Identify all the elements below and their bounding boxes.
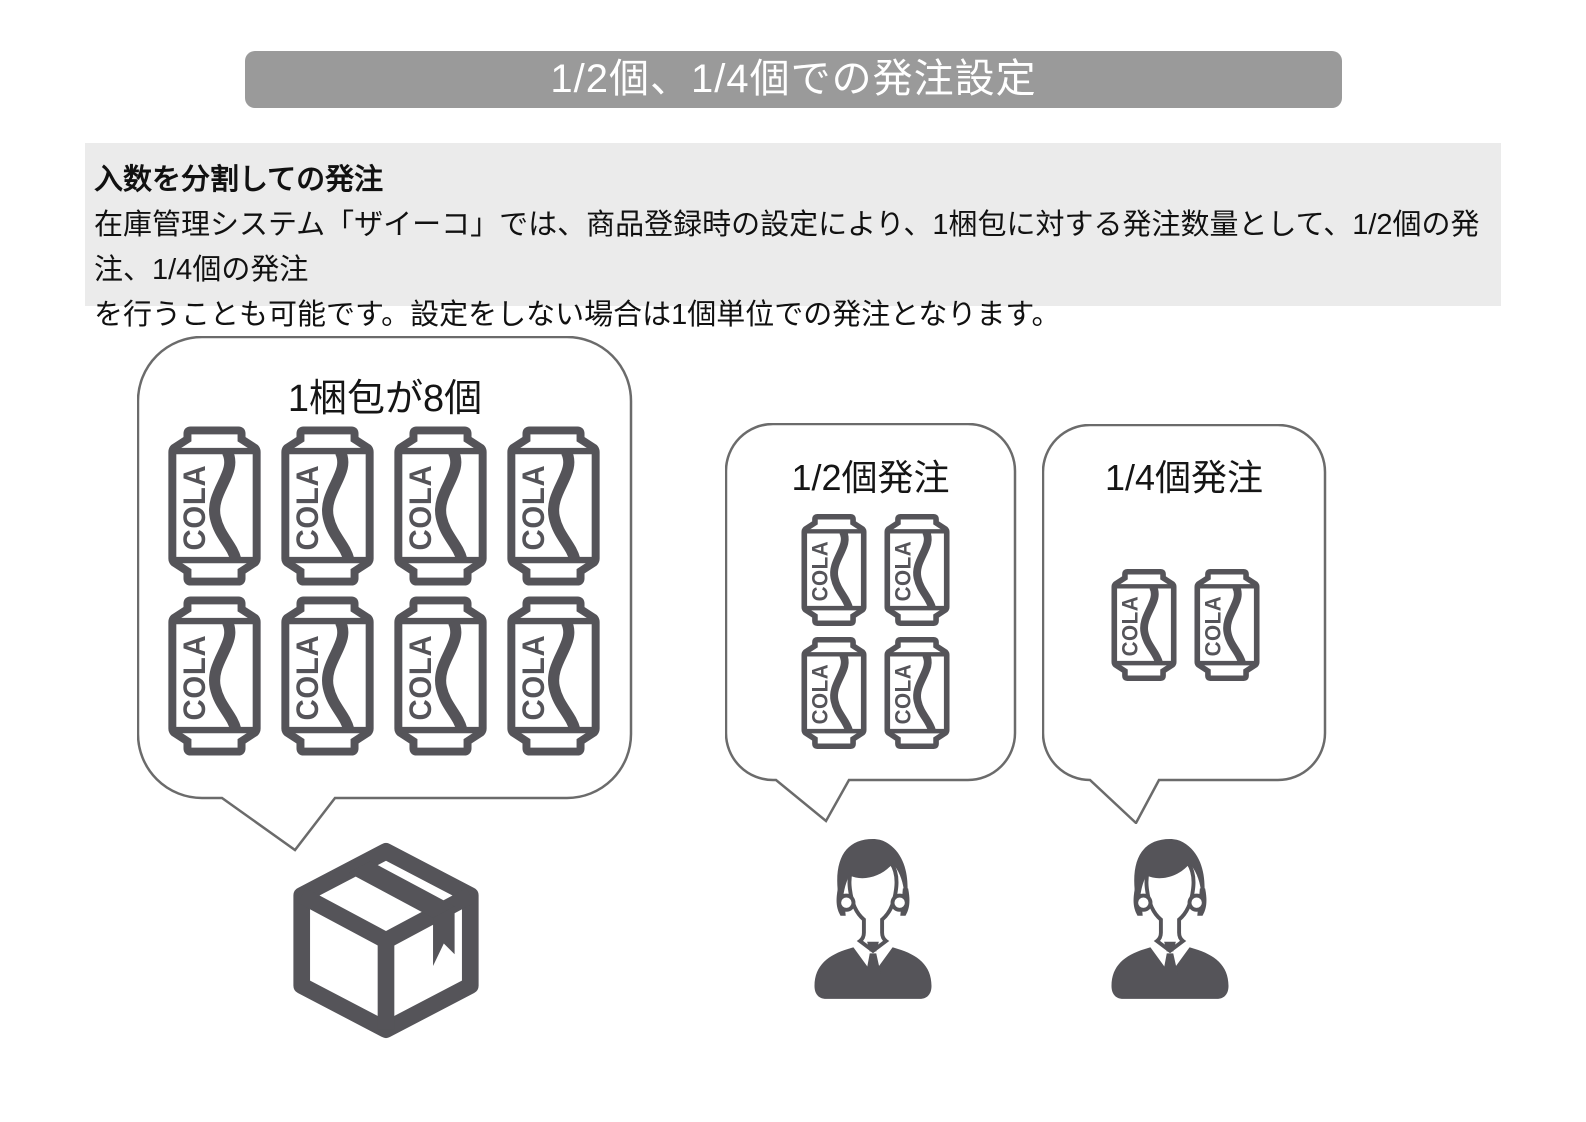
cola-can-icon: COLA <box>281 426 374 586</box>
svg-text:COLA: COLA <box>807 664 832 725</box>
svg-text:COLA: COLA <box>289 635 325 721</box>
info-panel: 入数を分割しての発注 在庫管理システム「ザイーコ」では、商品登録時の設定により、… <box>85 143 1501 331</box>
person-icon <box>1111 839 1229 999</box>
can-grid-half: COLA COLA COLA COLA <box>797 513 954 750</box>
svg-text:COLA: COLA <box>515 635 551 721</box>
can-grid-quarter: COLA COLA <box>1107 568 1264 682</box>
cola-can-icon: COLA <box>1111 568 1177 682</box>
person-icon <box>814 839 932 999</box>
package-box-icon <box>293 842 479 1039</box>
cola-can-icon: COLA <box>801 636 867 750</box>
svg-text:COLA: COLA <box>890 541 915 602</box>
cola-can-icon: COLA <box>281 596 374 756</box>
package-bubble-label: 1梱包が8個 <box>287 378 483 420</box>
quarter-order-speech-bubble <box>1042 424 1327 824</box>
quarter-order-bubble-label: 1/4個発注 <box>1104 457 1264 498</box>
svg-text:COLA: COLA <box>402 465 438 551</box>
cola-can-icon: COLA <box>168 596 261 756</box>
svg-text:COLA: COLA <box>515 465 551 551</box>
info-body-line-2: を行うことも可能です。設定をしない場合は1個単位での発注となります。 <box>94 299 1061 331</box>
cola-can-icon: COLA <box>884 513 950 627</box>
cola-can-icon: COLA <box>507 426 600 586</box>
svg-text:COLA: COLA <box>807 541 832 602</box>
svg-text:COLA: COLA <box>1117 596 1142 657</box>
half-order-bubble-label: 1/2個発注 <box>791 457 950 498</box>
svg-text:COLA: COLA <box>176 635 212 721</box>
info-heading: 入数を分割しての発注 <box>94 164 384 196</box>
page-title: 1/2個、1/4個での発注設定 <box>245 51 1342 108</box>
svg-text:COLA: COLA <box>176 465 212 551</box>
cola-can-icon: COLA <box>801 513 867 627</box>
cola-can-icon: COLA <box>884 636 950 750</box>
cola-can-icon: COLA <box>507 596 600 756</box>
svg-text:COLA: COLA <box>1200 596 1225 657</box>
svg-text:COLA: COLA <box>890 664 915 725</box>
cola-can-icon: COLA <box>394 596 487 756</box>
can-grid-package: COLA COLA COLA COLA COLA COLA COLA <box>162 426 606 756</box>
svg-text:COLA: COLA <box>289 465 325 551</box>
cola-can-icon: COLA <box>1194 568 1260 682</box>
info-body-line-1: 在庫管理システム「ザイーコ」では、商品登録時の設定により、1梱包に対する発注数量… <box>94 209 1480 286</box>
cola-can-icon: COLA <box>394 426 487 586</box>
cola-can-icon: COLA <box>168 426 261 586</box>
svg-text:COLA: COLA <box>402 635 438 721</box>
